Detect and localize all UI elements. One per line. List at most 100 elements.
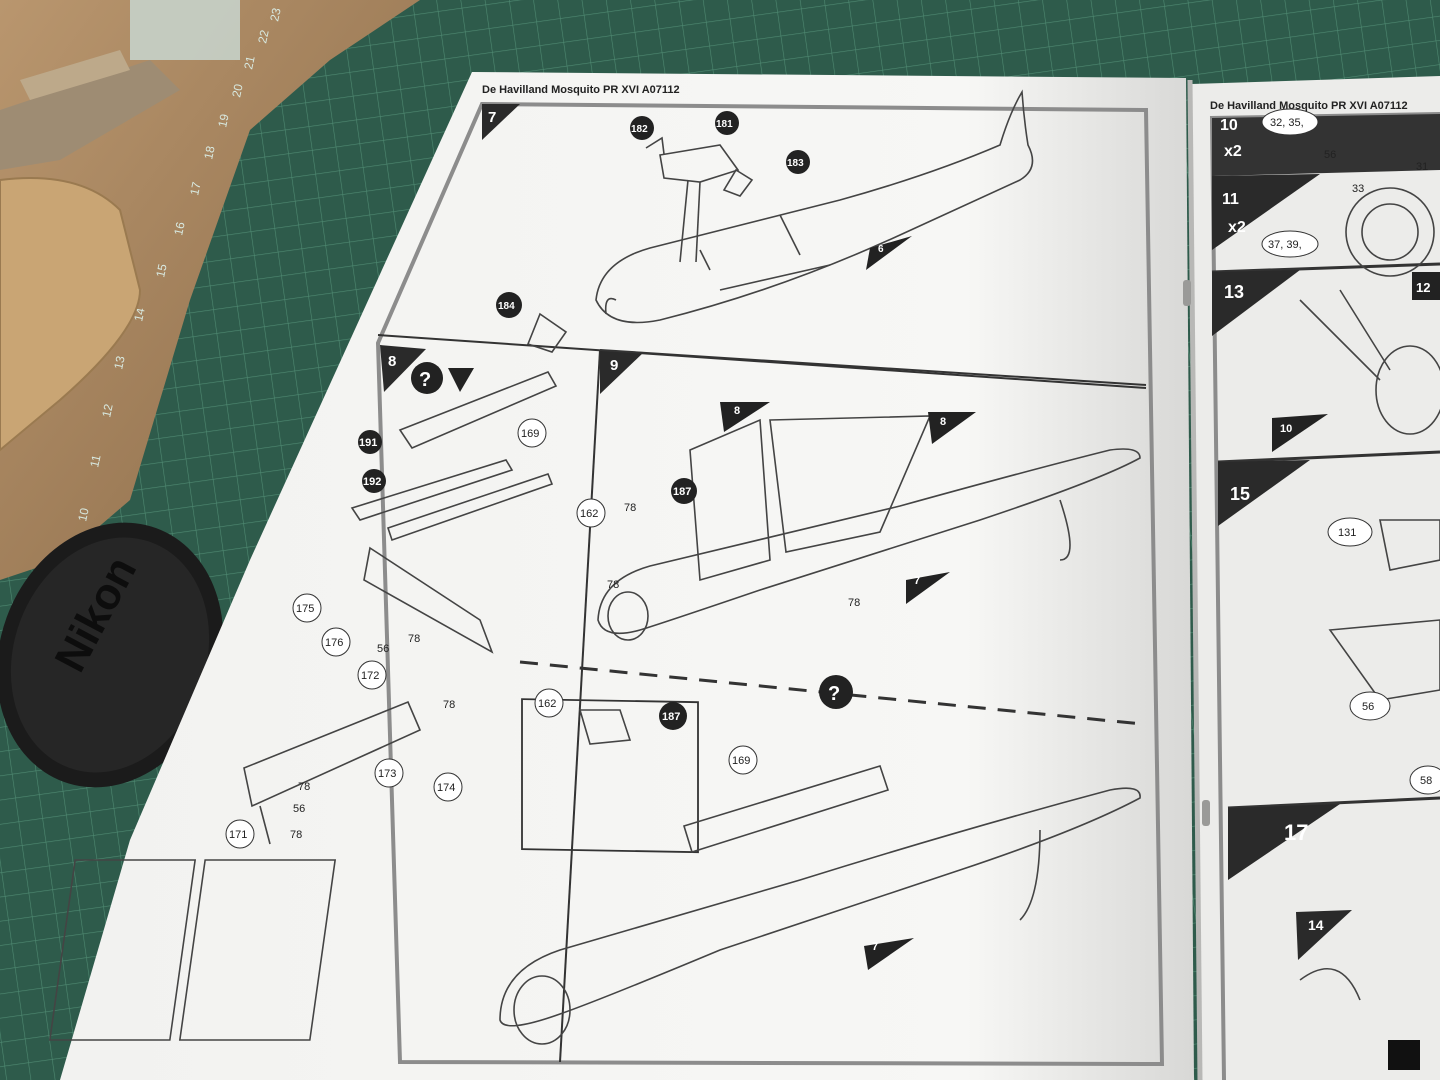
right-page-steps: 10 x2 11 x2 13 15 17 14 12 xyxy=(1211,114,1440,960)
part-callouts-step-7: 182 181 183 184 6 xyxy=(496,111,912,318)
svg-text:7: 7 xyxy=(872,941,878,953)
step-7-number: 7 xyxy=(488,109,496,126)
svg-text:12: 12 xyxy=(1416,280,1430,295)
svg-text:187: 187 xyxy=(673,486,691,498)
svg-text:17: 17 xyxy=(1284,820,1308,845)
svg-text:13: 13 xyxy=(111,354,128,370)
header-title: De Havilland Mosquito PR XVI A07112 xyxy=(482,84,680,96)
svg-text:12: 12 xyxy=(99,402,116,418)
svg-text:?: ? xyxy=(828,683,840,705)
svg-text:182: 182 xyxy=(631,124,648,135)
svg-text:176: 176 xyxy=(325,637,343,649)
svg-text:58: 58 xyxy=(1420,775,1432,787)
lens-cap: Nikon xyxy=(0,522,224,788)
svg-text:78: 78 xyxy=(290,829,302,841)
svg-text:17: 17 xyxy=(187,180,204,196)
svg-text:173: 173 xyxy=(378,768,396,780)
svg-text:78: 78 xyxy=(298,781,310,793)
svg-text:10: 10 xyxy=(1220,117,1238,134)
right-page-drawings xyxy=(1299,187,1440,1001)
svg-text:33: 33 xyxy=(1352,183,1364,195)
svg-text:?: ? xyxy=(419,369,431,391)
svg-text:18: 18 xyxy=(201,144,218,160)
cork-block xyxy=(0,177,142,452)
part-callouts-step-8: 191 192 169 175 176 56 78 172 78 173 174… xyxy=(225,418,547,849)
svg-text:181: 181 xyxy=(716,119,733,130)
svg-text:8: 8 xyxy=(940,416,946,428)
black-square-marker xyxy=(1388,1040,1420,1070)
header-title-right: De Havilland Mosquito PR XVI A07112 xyxy=(1210,100,1408,112)
svg-text:15: 15 xyxy=(1230,484,1250,504)
svg-text:171: 171 xyxy=(229,829,247,841)
svg-text:22: 22 xyxy=(255,28,272,44)
svg-text:192: 192 xyxy=(363,476,381,488)
mat-ruler: 10 11 12 13 14 15 16 17 18 19 20 21 22 2… xyxy=(75,6,284,522)
svg-text:10: 10 xyxy=(75,506,92,522)
svg-text:169: 169 xyxy=(732,755,750,767)
svg-text:11: 11 xyxy=(1222,191,1239,208)
panel-9-top-border xyxy=(599,349,1147,386)
book-spine xyxy=(1187,79,1203,1080)
alternate-help-icon: ? xyxy=(819,675,853,709)
svg-text:175: 175 xyxy=(296,603,314,615)
svg-text:174: 174 xyxy=(437,782,455,794)
svg-text:78: 78 xyxy=(607,579,619,591)
svg-text:78: 78 xyxy=(408,633,420,645)
svg-text:16: 16 xyxy=(171,220,188,236)
svg-text:23: 23 xyxy=(267,6,284,22)
svg-text:131: 131 xyxy=(1338,527,1356,539)
svg-text:56: 56 xyxy=(377,643,389,655)
help-icon: ? xyxy=(411,362,443,394)
part-callouts-step-9: 8 8 187 162 78 78 78 7 xyxy=(576,402,976,609)
svg-text:31: 31 xyxy=(1416,161,1428,173)
svg-text:37, 39,: 37, 39, xyxy=(1268,239,1302,251)
staple-bottom xyxy=(1202,800,1210,826)
svg-text:x2: x2 xyxy=(1224,143,1242,160)
svg-text:6: 6 xyxy=(878,244,884,255)
fuselage-drawing-step-9 xyxy=(597,415,1141,641)
svg-text:172: 172 xyxy=(361,670,379,682)
step-8-number: 8 xyxy=(388,353,396,370)
fuselage-drawing-step-9-alt xyxy=(499,709,1141,1045)
step-9-number: 9 xyxy=(610,357,618,374)
panel-8-divider xyxy=(559,349,601,1063)
glass-jar xyxy=(130,0,240,60)
part-callouts-step-9-alt: 162 187 169 7 xyxy=(534,688,914,970)
svg-text:15: 15 xyxy=(153,262,170,278)
svg-text:169: 169 xyxy=(521,428,539,440)
svg-text:56: 56 xyxy=(1362,701,1374,713)
detail-inset-box xyxy=(521,698,699,854)
svg-text:21: 21 xyxy=(241,54,258,70)
svg-text:162: 162 xyxy=(538,698,556,710)
step-8-badge-bg xyxy=(380,345,426,392)
svg-text:11: 11 xyxy=(87,453,103,468)
step-7-badge-bg xyxy=(482,104,520,140)
svg-text:162: 162 xyxy=(580,508,598,520)
svg-text:78: 78 xyxy=(443,699,455,711)
svg-text:13: 13 xyxy=(1224,282,1244,302)
canopy-parts-drawing xyxy=(526,136,754,353)
door-parts-drawing-step-8 xyxy=(48,371,558,1041)
staple-top xyxy=(1183,280,1191,306)
svg-text:7: 7 xyxy=(914,575,920,587)
svg-text:8: 8 xyxy=(734,405,740,417)
svg-text:56: 56 xyxy=(1324,149,1336,161)
svg-text:184: 184 xyxy=(498,301,515,312)
optional-triangle-icon xyxy=(448,368,474,392)
svg-text:183: 183 xyxy=(787,158,804,169)
svg-text:32, 35,: 32, 35, xyxy=(1270,117,1304,129)
svg-text:19: 19 xyxy=(215,112,232,128)
svg-text:20: 20 xyxy=(229,82,246,98)
svg-text:187: 187 xyxy=(662,711,680,723)
wooden-desk xyxy=(0,0,420,580)
svg-text:78: 78 xyxy=(624,502,636,514)
svg-text:x2: x2 xyxy=(1228,219,1246,236)
part-callouts-right-page: 32, 35, 56 31 33 37, 39, 10 131 56 58 xyxy=(1261,108,1440,795)
svg-text:56: 56 xyxy=(293,803,305,815)
svg-text:14: 14 xyxy=(1308,917,1324,933)
svg-text:10: 10 xyxy=(1280,423,1292,435)
svg-text:191: 191 xyxy=(359,437,377,449)
panel-7-divider xyxy=(377,334,1147,389)
step-9-badge-bg xyxy=(600,350,644,394)
